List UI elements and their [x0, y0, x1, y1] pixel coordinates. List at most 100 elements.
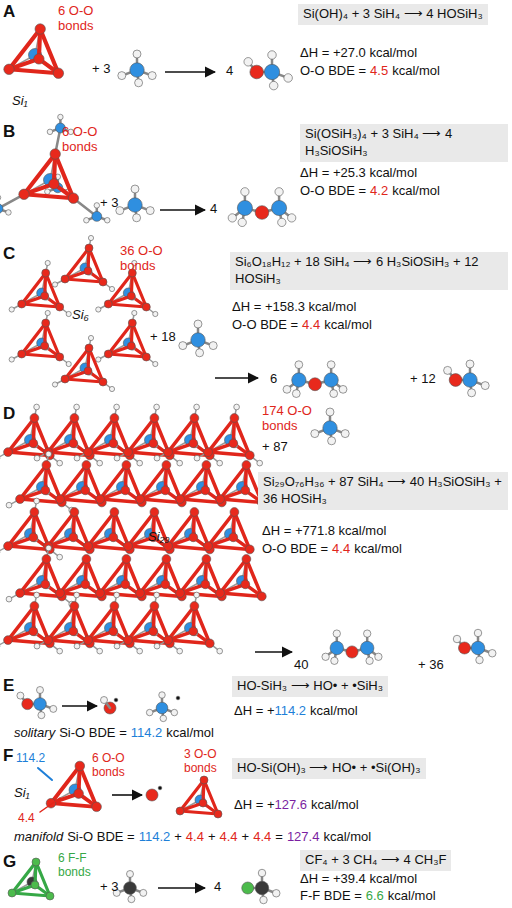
- atom: [324, 373, 338, 387]
- reaction-arrow: [215, 377, 258, 379]
- atom: [68, 193, 78, 203]
- panel-letter: F: [3, 746, 13, 765]
- atom: [194, 320, 202, 328]
- atom: [201, 486, 210, 495]
- atom: [330, 390, 338, 398]
- atom: [311, 430, 319, 438]
- atom: [162, 461, 171, 470]
- annotation: kcal/mol: [310, 703, 358, 718]
- text-row: Si₂₉: [148, 530, 170, 545]
- text-row: A: [3, 2, 15, 22]
- annotation: +: [174, 829, 182, 844]
- atom: [34, 455, 40, 461]
- annotation: 127.6: [274, 797, 307, 812]
- atom: [4, 542, 13, 551]
- atom: [189, 627, 198, 636]
- atom: [214, 810, 222, 818]
- reaction-equation: Si₂₉O₇₆H₃₆ + 87 SiH₄ ⟶ 40 H₃SiOSiH₃ + 36…: [263, 474, 502, 506]
- atom: [109, 386, 114, 391]
- atom: [154, 455, 160, 461]
- reaction-arrow: [165, 71, 215, 73]
- atom: [114, 404, 120, 410]
- atom: [0, 204, 3, 214]
- atom: [153, 311, 158, 316]
- annotation: ΔH = +25.3 kcal/mol: [300, 165, 417, 180]
- annotation: +: [242, 829, 250, 844]
- atom: [242, 461, 251, 470]
- atom: [110, 508, 119, 517]
- annotation: 114.2: [274, 703, 306, 718]
- atom: [53, 68, 63, 78]
- annotation: kcal/mol: [311, 797, 359, 812]
- text-row: ΔH = +158.3 kcal/mol: [232, 300, 356, 315]
- reaction-equation: Si₆O₁₈H₁₂ + 18 SiH₄ ⟶ 6 H₃SiOSiH₃ + 12 H…: [235, 254, 479, 286]
- text-row: D: [3, 404, 15, 424]
- text-row: 174 O-O bonds: [262, 404, 314, 434]
- atom: [132, 310, 137, 315]
- atom: [18, 350, 26, 358]
- atom: [81, 580, 90, 589]
- atom: [6, 210, 12, 216]
- atom: [34, 498, 40, 504]
- annotation: 4: [214, 879, 221, 894]
- atom: [110, 414, 119, 423]
- annotation: kcal/mol: [392, 183, 440, 198]
- annotation: Si₆: [72, 307, 89, 322]
- atom: [481, 382, 489, 390]
- reaction-arrow: [158, 887, 205, 889]
- atom: [176, 589, 185, 598]
- annotation: 4.4: [253, 829, 271, 844]
- atom: [136, 495, 145, 504]
- atom: [38, 712, 45, 719]
- annotation: kcal/mol: [392, 63, 440, 78]
- atom: [41, 292, 49, 300]
- atom: [269, 81, 278, 90]
- atom: [257, 460, 263, 466]
- atom: [202, 461, 211, 470]
- annotation: 114.2: [131, 725, 163, 740]
- atom: [57, 460, 63, 466]
- atom: [179, 342, 187, 350]
- atom: [162, 555, 171, 564]
- atom: [6, 596, 12, 602]
- atom: [244, 58, 253, 67]
- atom: [333, 630, 340, 637]
- atom: [74, 404, 80, 410]
- annotation: + 3: [100, 879, 118, 894]
- atom: [375, 653, 382, 660]
- text-row: 6 O-O bonds: [62, 125, 110, 155]
- atom: [52, 282, 57, 287]
- text-row: ΔH = +114.2kcal/mol: [234, 704, 358, 719]
- annotation: + 12: [410, 371, 436, 386]
- annotation: 4.4: [332, 541, 350, 556]
- text-row: O-O BDE =4.2kcal/mol: [300, 184, 440, 199]
- atom: [241, 580, 250, 589]
- atom: [288, 214, 296, 222]
- atom: [99, 378, 107, 386]
- atom: [150, 508, 159, 517]
- annotation: 114.2: [139, 829, 171, 844]
- annotation: kcal/mol: [166, 725, 214, 740]
- atom: [61, 275, 69, 283]
- atom: [114, 643, 120, 649]
- annotation: kcal/mol: [388, 888, 436, 903]
- atom: [46, 545, 52, 551]
- atom: [468, 389, 476, 397]
- atom: [118, 72, 126, 80]
- atom: [109, 533, 118, 542]
- text-row: O-O BDE =4.4kcal/mol: [232, 318, 372, 333]
- atom: [250, 65, 264, 79]
- annotation: kcal/mol: [324, 317, 372, 332]
- atom: [124, 448, 133, 457]
- atom: [124, 636, 133, 645]
- equation-box: Si(OH)₄ + 3 SiH₄ ⟶ 4 HOSiH₃: [298, 4, 488, 25]
- panel-letter: C: [3, 244, 15, 263]
- bond: [89, 348, 103, 382]
- atom: [114, 455, 120, 461]
- atom: [45, 189, 51, 195]
- atom: [154, 404, 160, 410]
- atom: [136, 589, 145, 598]
- atom: [205, 639, 214, 648]
- atom: [230, 414, 239, 423]
- bond: [24, 154, 55, 194]
